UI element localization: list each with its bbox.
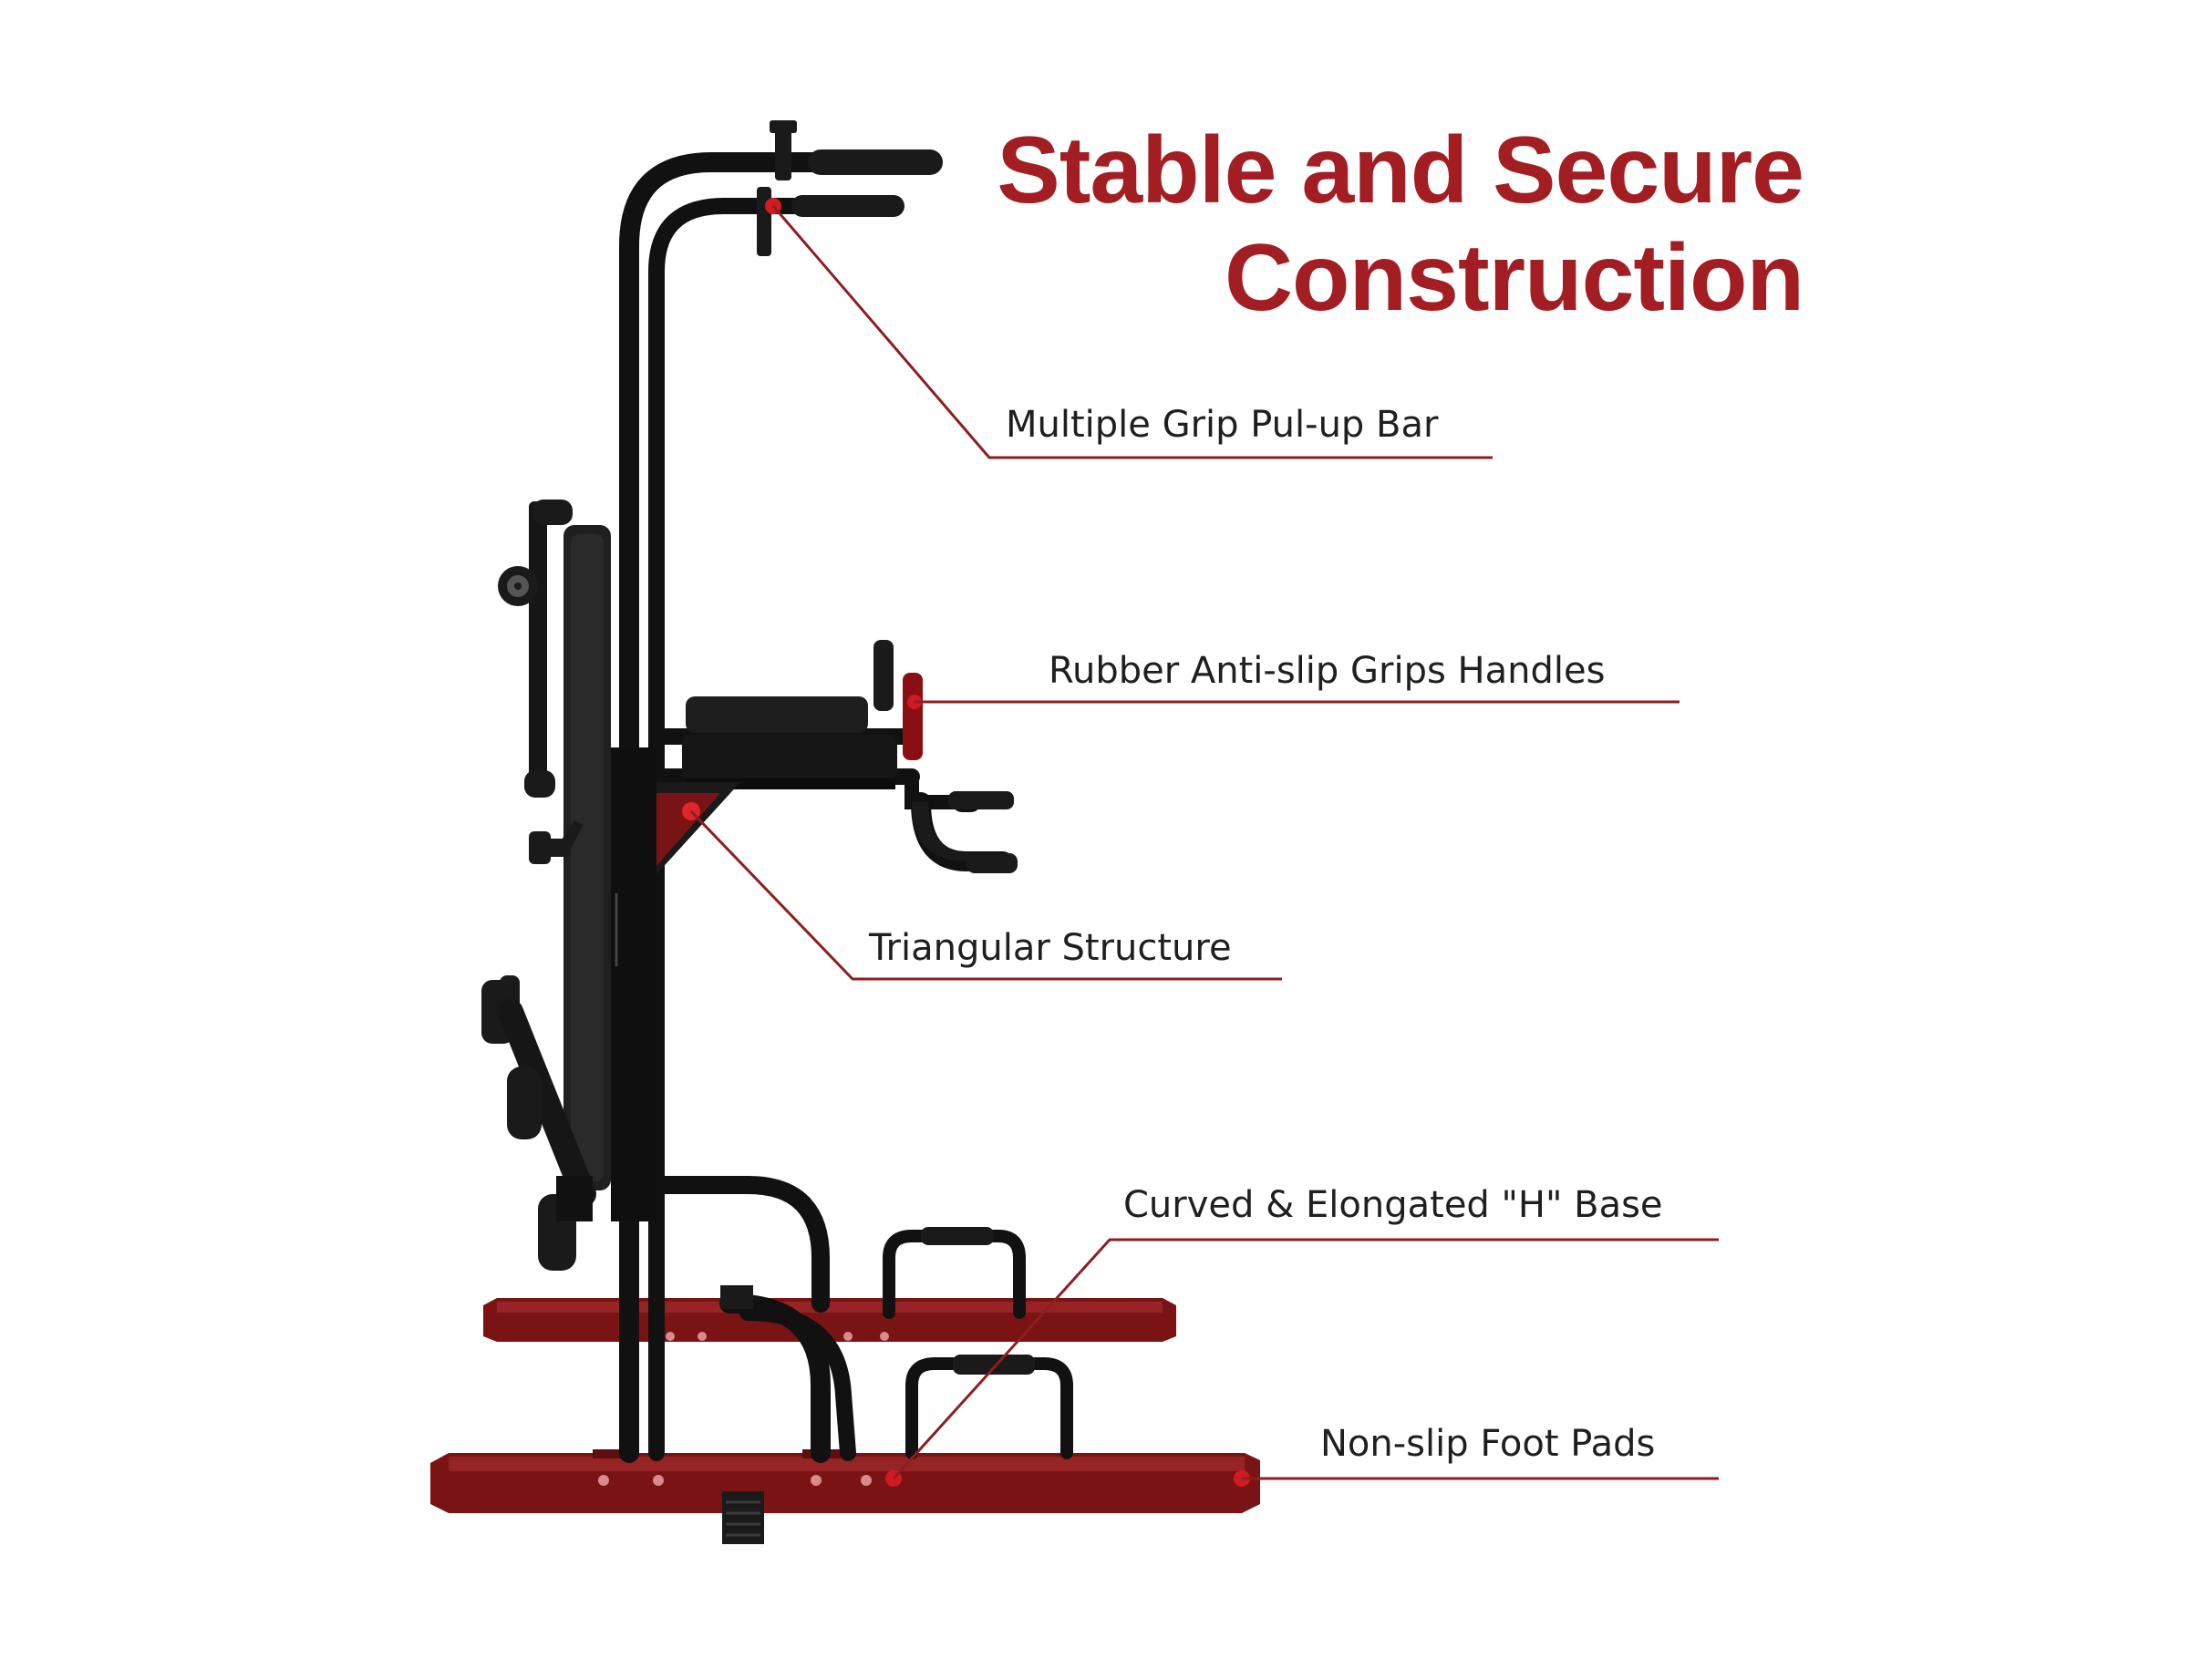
leader-lines (689, 205, 1719, 1480)
callout-pullup-bar: Multiple Grip Pul-up Bar (1006, 404, 1439, 446)
pullup-leader (771, 205, 1493, 459)
dip-grips (873, 640, 923, 760)
pushup-grip-front (953, 1355, 1035, 1375)
lower-dip-handles (912, 791, 1018, 873)
top-roller-arm (498, 500, 573, 798)
callout-foot-pads: Non-slip Foot Pads (1320, 1423, 1656, 1465)
pullup-knob (757, 120, 797, 256)
callout-h-base: Curved & Elongated "H" Base (1123, 1184, 1663, 1226)
pushup-grip-rear (921, 1227, 994, 1245)
callout-grip-handles: Rubber Anti-slip Grips Handles (1049, 650, 1606, 692)
front-base (430, 1449, 1260, 1544)
page-title: Stable and Secure Construction (821, 117, 1804, 332)
triangle-leader (689, 809, 1282, 981)
title-line-1: Stable and Secure (997, 118, 1804, 223)
title-line-2: Construction (1224, 225, 1804, 331)
base-connector (720, 1285, 753, 1309)
pushup-handles-front (905, 1357, 1073, 1459)
triangle-bracket (646, 782, 740, 882)
base-leader (892, 1238, 1719, 1480)
backrest (563, 525, 656, 1221)
leg-rollers (481, 975, 596, 1271)
arm-pads (682, 696, 897, 789)
callout-triangular-structure: Triangular Structure (869, 927, 1232, 969)
adjust-knob (529, 820, 584, 864)
